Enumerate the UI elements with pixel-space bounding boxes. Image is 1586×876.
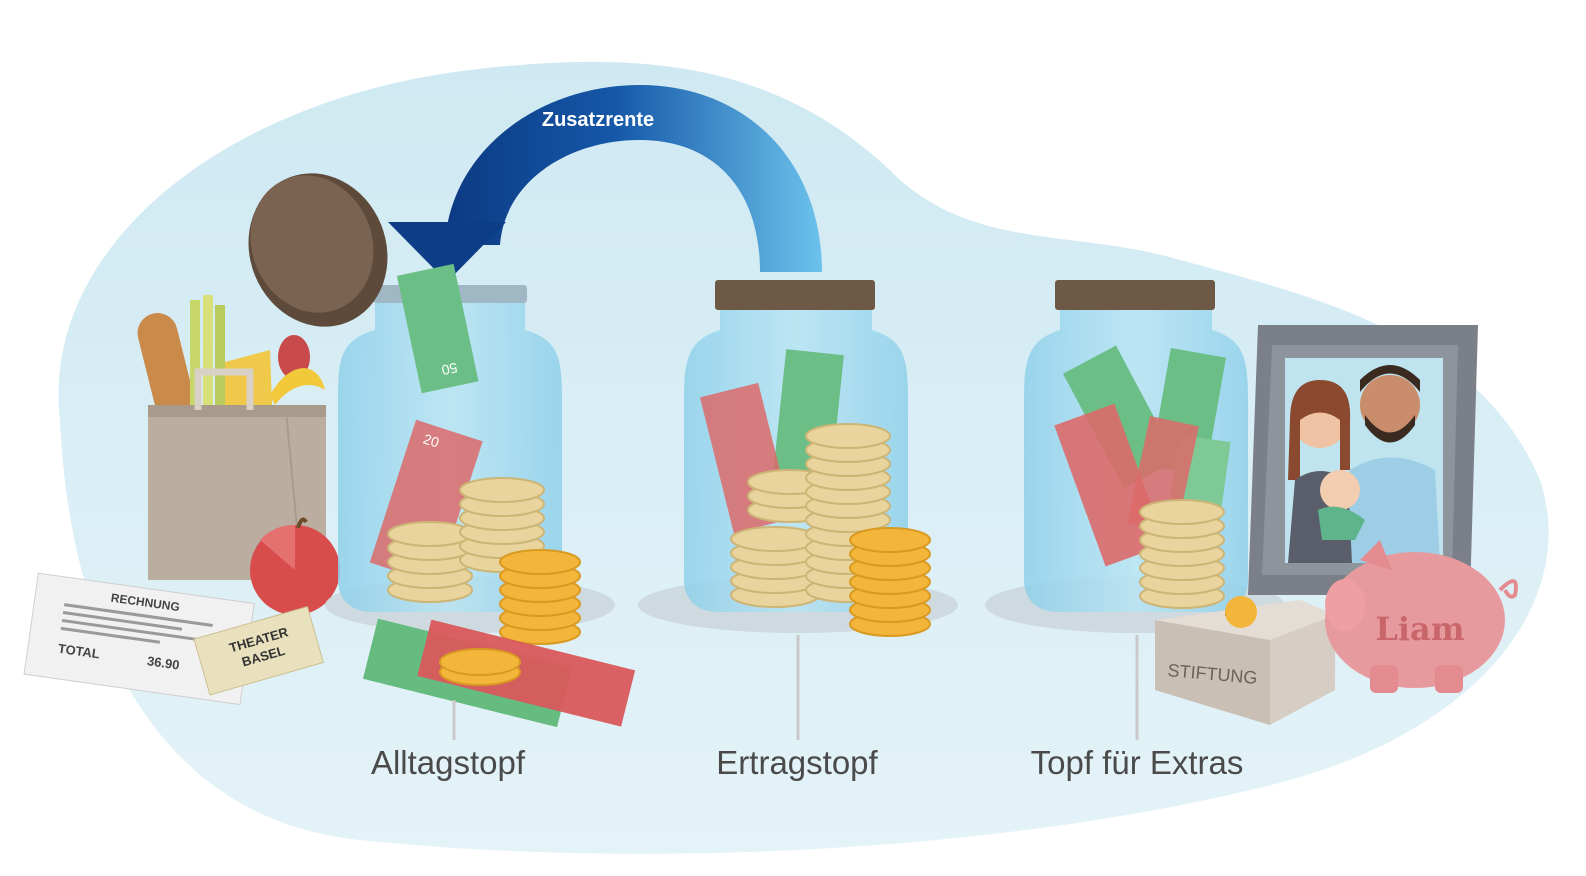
pot-label-topf-fuer-extras: Topf für Extras	[1030, 744, 1244, 781]
jar-ertragstopf	[638, 280, 958, 637]
extras-group: STIFTUNG Liam	[1155, 325, 1518, 725]
jar-topf-fuer-extras	[985, 280, 1285, 633]
arrow-label: Zusatzrente	[542, 109, 654, 131]
receipt-total-label: TOTAL	[57, 641, 101, 662]
piggy-bank-name: Liam	[1375, 610, 1464, 648]
groceries-group: RECHNUNG TOTAL 36.90 THEATER BASEL	[23, 295, 340, 706]
receipt-total-value: 36.90	[146, 653, 180, 672]
pot-label-ertragstopf: Ertragstopf	[716, 744, 878, 781]
theater-ticket: THEATER BASEL	[193, 606, 325, 696]
zusatzrente-arrow: Zusatzrente	[388, 85, 822, 282]
note-label-50: 50	[440, 360, 459, 379]
pot-label-alltagstopf: Alltagstopf	[370, 744, 526, 781]
jar-alltagstopf: 50 20	[248, 173, 636, 728]
receipt: RECHNUNG TOTAL 36.90	[23, 572, 255, 706]
note-label-20: 20	[421, 430, 441, 450]
